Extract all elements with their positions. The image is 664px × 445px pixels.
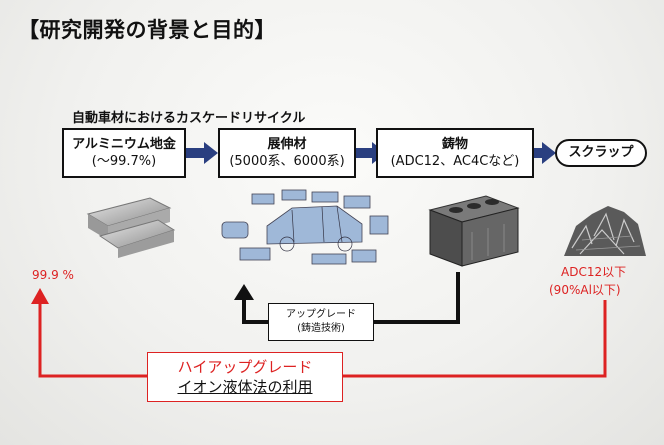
stage-casting: 鋳物 (ADC12、AC4Cなど) [376, 128, 534, 178]
stage-casting-alloys: (ADC12、AC4Cなど) [390, 154, 520, 169]
high-upgrade-method: イオン液体法の利用 [177, 378, 313, 396]
page-title: 【研究開発の背景と目的】 [18, 18, 276, 42]
stage-wrought-name: 展伸材 [267, 137, 307, 152]
stage-ingot: アルミニウム地金 (〜99.7%) [62, 128, 186, 178]
high-upgrade-box: ハイアップグレード イオン液体法の利用 [147, 352, 343, 402]
stage-wrought: 展伸材 (5000系、6000系) [218, 128, 356, 178]
upgrade-arrow-head [234, 284, 254, 300]
ingot-purity-label: 99.9 % [32, 268, 74, 282]
scrap-pile-image [564, 206, 646, 256]
scrap-grade-label: ADC12以下 [561, 265, 627, 279]
engine-block-image [428, 195, 520, 267]
high-upgrade-title: ハイアップグレード [177, 358, 313, 376]
stage-ingot-name: アルミニウム地金 [72, 137, 176, 152]
stage-ingot-purity: (〜99.7%) [91, 154, 157, 169]
scrap-al-content-label: (90%Al以下) [549, 283, 621, 297]
car-body-parts-image [221, 189, 389, 265]
cascade-arrow-1 [186, 142, 218, 164]
stage-casting-name: 鋳物 [441, 137, 468, 152]
upgrade-title: アップグレード [286, 309, 356, 320]
cascade-arrow-3 [534, 142, 556, 164]
stage-wrought-alloys: (5000系、6000系) [229, 154, 345, 169]
stage-scrap: スクラップ [555, 139, 647, 167]
upgrade-box: アップグレード (鋳造技術) [268, 303, 374, 341]
hiup-arrow-head [31, 288, 49, 304]
diagram-subtitle: 自動車材におけるカスケードリサイクル [72, 111, 306, 126]
upgrade-method: (鋳造技術) [297, 323, 345, 334]
aluminum-ingot-image [86, 197, 176, 258]
